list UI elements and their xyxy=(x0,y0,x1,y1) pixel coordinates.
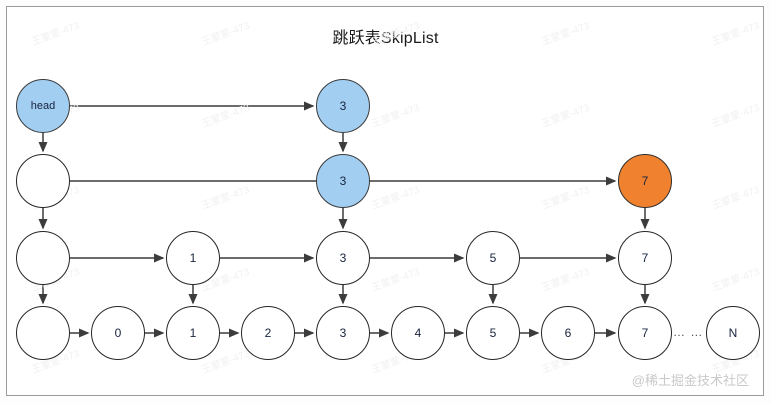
node-sentinel-level4[interactable] xyxy=(16,306,70,360)
node-value-5-level3[interactable]: 5 xyxy=(466,231,520,285)
node-value-3-level4[interactable]: 3 xyxy=(316,306,370,360)
ellipsis-separator: … … xyxy=(673,325,704,339)
edges-group xyxy=(38,101,650,338)
node-value-7-level3[interactable]: 7 xyxy=(618,231,672,285)
node-value-3-level2[interactable]: 3 xyxy=(316,154,370,208)
node-value-2-level4[interactable]: 2 xyxy=(241,306,295,360)
node-sentinel-level3[interactable] xyxy=(16,231,70,285)
node-value-1-level3[interactable]: 1 xyxy=(166,231,220,285)
node-head[interactable]: head xyxy=(16,79,70,133)
node-value-1-level4[interactable]: 1 xyxy=(166,306,220,360)
node-value-3-level3[interactable]: 3 xyxy=(316,231,370,285)
page-title: 跳跃表SkipList xyxy=(332,30,439,47)
brand-watermark: @稀土掘金技术社区 xyxy=(631,373,749,388)
node-sentinel-level2[interactable] xyxy=(16,154,70,208)
node-value-5-level4[interactable]: 5 xyxy=(466,306,520,360)
node-value-7-level4[interactable]: 7 xyxy=(618,306,672,360)
node-value-0-level4[interactable]: 0 xyxy=(91,306,145,360)
node-value-3-level1[interactable]: 3 xyxy=(316,79,370,133)
node-value-4-level4[interactable]: 4 xyxy=(391,306,445,360)
node-value-7-level2[interactable]: 7 xyxy=(618,154,672,208)
node-value-N-level4[interactable]: N xyxy=(706,306,760,360)
node-value-6-level4[interactable]: 6 xyxy=(541,306,595,360)
